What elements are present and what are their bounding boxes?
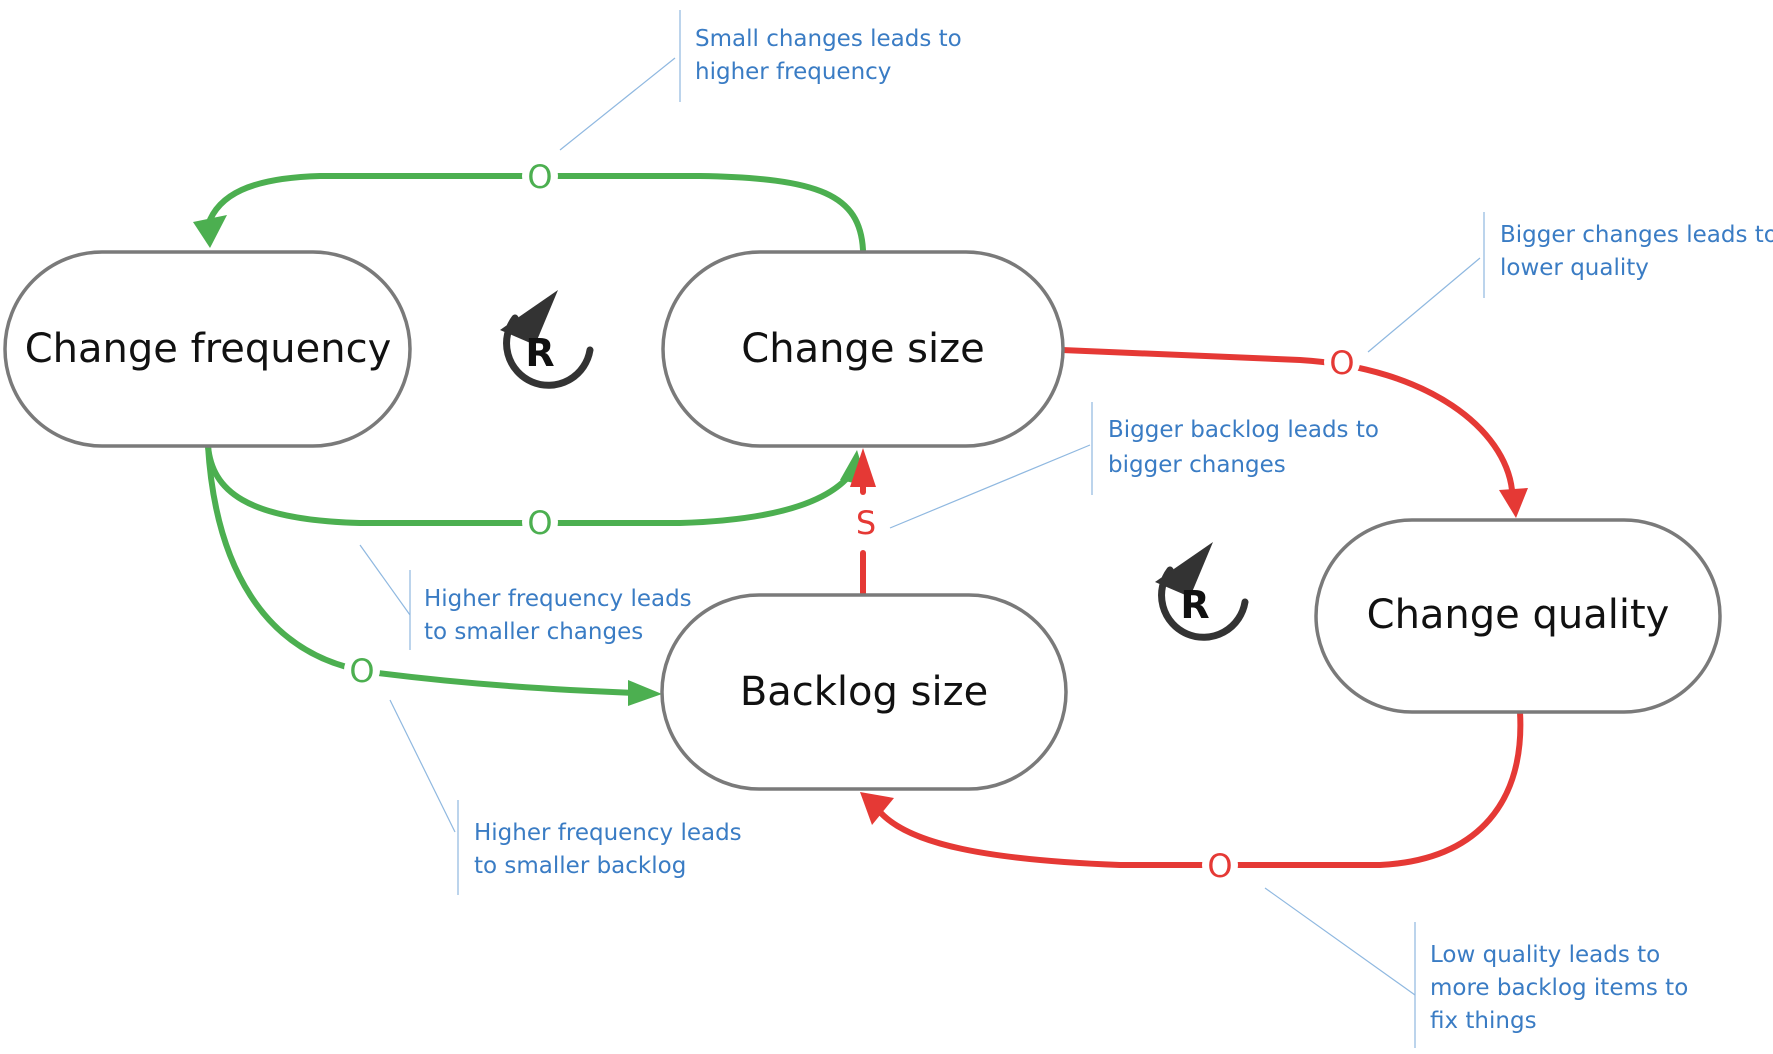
loop-marker-right: R <box>1155 542 1249 641</box>
note-bigger-changes: Bigger changes leads to lower quality <box>1500 222 1773 281</box>
note-line: Higher frequency leads <box>424 586 692 612</box>
polarity-frequency-to-backlog: O <box>349 652 374 690</box>
note-bigger-backlog: Bigger backlog leads to bigger changes <box>1108 417 1379 478</box>
note-line: fix things <box>1430 1008 1537 1034</box>
annotation-leaders <box>359 10 1485 1048</box>
leader-higher-freq-smaller-backlog <box>389 699 456 833</box>
node-change-quality: Change quality <box>1314 518 1722 714</box>
note-line: to smaller changes <box>424 619 643 645</box>
link-frequency-to-size: O <box>205 443 868 542</box>
node-backlog-size-label: Backlog size <box>740 669 988 715</box>
leader-higher-freq-smaller-changes <box>359 544 411 616</box>
polarity-quality-to-backlog: O <box>1207 847 1232 885</box>
note-line: to smaller backlog <box>474 853 686 879</box>
note-higher-freq-smaller-changes: Higher frequency leads to smaller change… <box>424 586 692 645</box>
note-line: lower quality <box>1500 255 1649 281</box>
note-low-quality: Low quality leads to more backlog items … <box>1430 942 1688 1034</box>
note-line: more backlog items to <box>1430 975 1688 1001</box>
link-quality-to-backlog: O <box>860 709 1524 885</box>
note-line: Higher frequency leads <box>474 820 742 846</box>
link-backlog-to-size: S <box>850 448 876 598</box>
link-size-to-quality: O <box>1059 344 1528 518</box>
note-small-changes: Small changes leads to higher frequency <box>695 26 962 85</box>
node-backlog-size: Backlog size <box>660 593 1068 791</box>
note-line: Low quality leads to <box>1430 942 1660 968</box>
polarity-size-to-frequency: O <box>527 158 552 196</box>
node-change-size-label: Change size <box>741 326 984 372</box>
polarity-size-to-quality: O <box>1329 344 1354 382</box>
loop-arrow-icon <box>1158 566 1249 641</box>
leader-low-quality <box>1264 887 1416 996</box>
note-higher-freq-smaller-backlog: Higher frequency leads to smaller backlo… <box>474 820 742 879</box>
loop-arrow-icon <box>503 314 594 389</box>
note-line: higher frequency <box>695 59 891 85</box>
note-line: Bigger backlog leads to <box>1108 417 1379 443</box>
note-line: Small changes leads to <box>695 26 962 52</box>
loop-label-right: R <box>1180 583 1209 627</box>
polarity-backlog-to-size: S <box>856 504 876 542</box>
node-change-size: Change size <box>661 250 1065 448</box>
leader-bigger-backlog <box>889 444 1091 529</box>
polarity-frequency-to-size: O <box>527 504 552 542</box>
note-line: bigger changes <box>1108 452 1286 478</box>
leader-bigger-changes <box>1367 257 1481 353</box>
node-change-frequency-label: Change frequency <box>25 326 391 372</box>
link-frequency-to-backlog: O <box>205 443 662 706</box>
leader-small-changes <box>559 57 676 151</box>
node-change-frequency: Change frequency <box>3 250 412 448</box>
note-line: Bigger changes leads to <box>1500 222 1773 248</box>
link-size-to-frequency: O <box>193 158 866 253</box>
loop-label-left: R <box>525 331 554 375</box>
loop-marker-left: R <box>500 290 594 389</box>
node-change-quality-label: Change quality <box>1367 592 1670 638</box>
